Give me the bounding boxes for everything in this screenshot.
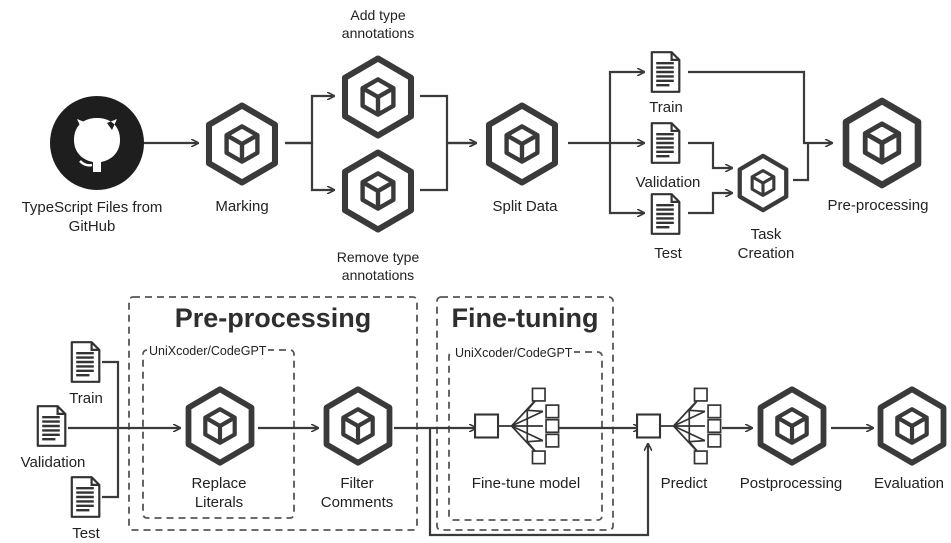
bottom-test-label: Test [72, 525, 100, 542]
replace-literals-cube-icon [189, 389, 252, 463]
train-document-icon [650, 50, 681, 94]
split-data-cube-icon [489, 106, 555, 183]
bottom-train-label: Train [69, 390, 103, 407]
bottom-validation-document-icon [36, 404, 67, 448]
bottom-train-document-icon [70, 340, 101, 384]
postprocessing-cube-icon [761, 389, 824, 463]
github-icon [50, 96, 144, 190]
bottom-validation-label: Validation [20, 454, 86, 471]
model-label-preprocessing: UniXcoder/CodeGPT [147, 343, 269, 359]
finetune-model-label: Fine-tune model [471, 475, 581, 492]
bottom-flow-arrows [68, 360, 873, 537]
postprocessing-label: Postprocessing [739, 475, 843, 492]
evaluation-cube-icon [881, 389, 944, 463]
validation-label: Validation [635, 174, 701, 191]
finetune-neural-network-icon [474, 387, 560, 465]
remove-types-cube-icon [345, 153, 411, 230]
predict-label: Predict [660, 475, 708, 492]
split-data-label: Split Data [492, 198, 558, 215]
test-label: Test [654, 245, 682, 262]
validation-document-icon [650, 121, 681, 165]
evaluation-label: Evaluation [873, 475, 945, 492]
task-creation-cube-icon [740, 156, 787, 210]
preprocessing-group-title: Pre-processing [174, 303, 372, 333]
marking-cube-icon [209, 106, 275, 183]
train-label: Train [649, 99, 683, 116]
test-document-icon [650, 192, 681, 236]
preprocessing-top-label: Pre-processing [827, 197, 929, 214]
bottom-test-document-icon [70, 475, 101, 519]
filter-comments-cube-icon [327, 389, 390, 463]
model-label-finetuning: UniXcoder/CodeGPT [453, 345, 575, 361]
preprocessing-cube-icon [846, 101, 918, 185]
add-types-cube-icon [345, 59, 411, 136]
predict-neural-network-icon [636, 387, 722, 465]
finetuning-group-title: Fine-tuning [451, 303, 599, 333]
top-flow-arrows [142, 72, 832, 213]
marking-label: Marking [215, 198, 269, 215]
